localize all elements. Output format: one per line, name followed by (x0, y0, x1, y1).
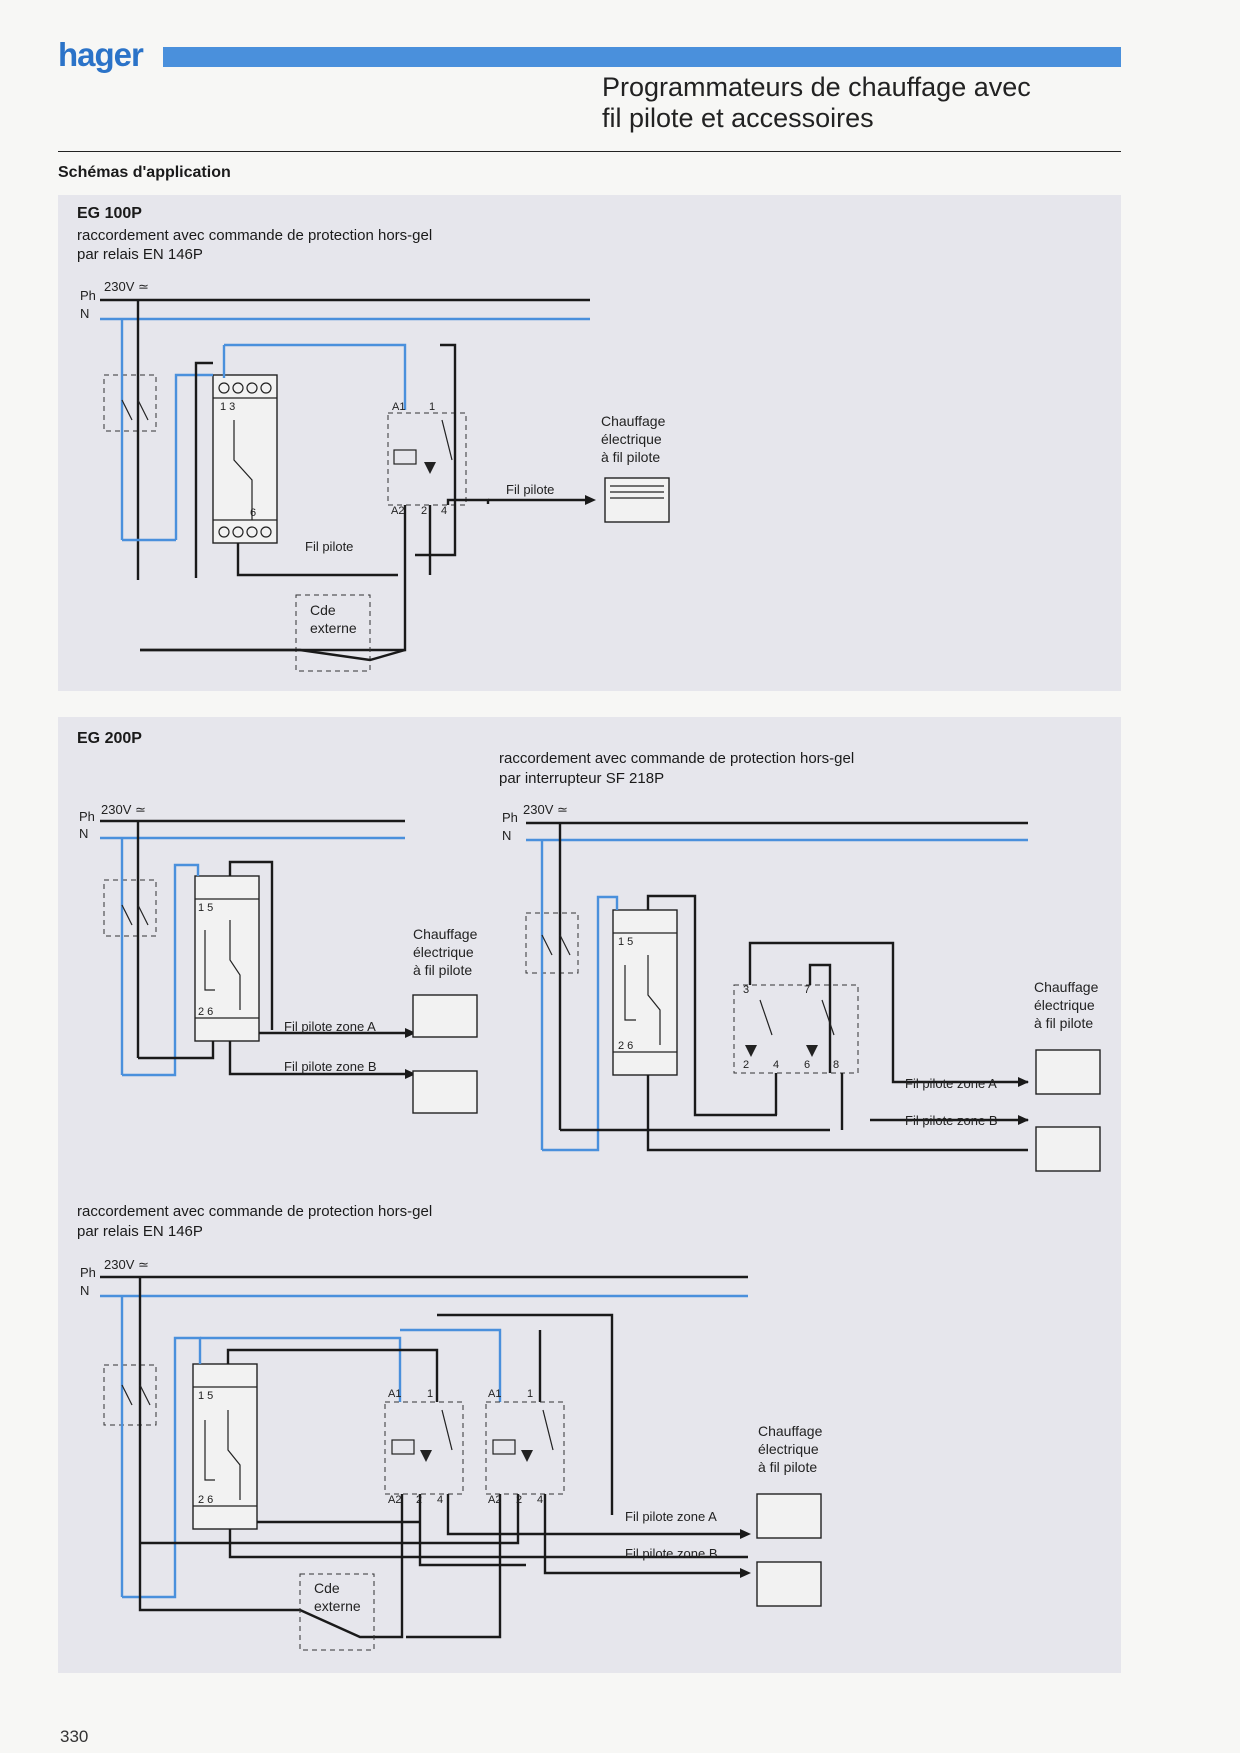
programmer-eg100p (212, 374, 278, 544)
eg200p-zone-a: Fil pilote zone A (284, 1019, 376, 1034)
eg200p-terminal-bottom: 2 6 (198, 1006, 214, 1018)
eg200p-neutral-label: N (79, 826, 89, 841)
header-blue-bar (163, 47, 1121, 67)
page-title-line1: Programmateurs de chauffage avec (602, 72, 1031, 102)
relay-heater-line3: à fil pilote (758, 1459, 818, 1475)
relay1-t1: 1 (427, 1388, 434, 1400)
page-title-line2: fil pilote et accessoires (602, 103, 874, 133)
eg200p-zone-b: Fil pilote zone B (284, 1059, 377, 1074)
eg200p-heater-line1: Chauffage (413, 926, 478, 942)
relay2-t1: 1 (527, 1388, 534, 1400)
relay-cde-line2: externe (314, 1598, 361, 1614)
sf-t8: 8 (833, 1059, 840, 1071)
eg100p-neutral-label: N (80, 306, 90, 321)
eg200p-heater-line3: à fil pilote (413, 962, 473, 978)
heater-eg100p (604, 477, 670, 523)
relay1-t2: 2 (416, 1494, 423, 1506)
relay1-t4: 4 (437, 1494, 444, 1506)
eg100p-phase-label: Ph (80, 288, 96, 303)
relay-programmer-terminal-bottom: 2 6 (198, 1494, 214, 1506)
eg100p-desc-line2: par relais EN 146P (77, 246, 203, 263)
eg100p-heater-line2: électrique (601, 431, 662, 447)
relay-t4: 4 (441, 505, 448, 517)
relay-t1: 1 (429, 401, 436, 413)
sf-heater-line3: à fil pilote (1034, 1015, 1094, 1031)
sf-t6: 6 (804, 1059, 811, 1071)
relay-neutral-label: N (80, 1283, 90, 1298)
relay-phase-label: Ph (80, 1265, 96, 1280)
relay-desc-line1: raccordement avec commande de protection… (77, 1203, 433, 1220)
diagram-eg200p-en146p (100, 1275, 822, 1651)
eg100p-heater-line1: Chauffage (601, 413, 666, 429)
eg200p-voltage: 230V ≃ (101, 802, 146, 817)
eg100p-cde-line2: externe (310, 620, 357, 636)
eg100p-terminal-bottom: 6 (250, 507, 257, 519)
sf-t3: 3 (743, 984, 750, 996)
eg100p-fil-pilote-out: Fil pilote (506, 482, 555, 497)
diagram-eg100p (100, 298, 670, 672)
eg100p-model: EG 100P (77, 205, 142, 222)
sf-phase-label: Ph (502, 810, 518, 825)
relay-a1: A1 (392, 401, 406, 413)
sf-desc-line2: par interrupteur SF 218P (499, 770, 665, 787)
relay1-a1: A1 (388, 1388, 402, 1400)
sf-t2: 2 (743, 1059, 750, 1071)
eg100p-voltage: 230V ≃ (104, 279, 149, 294)
eg100p-cde-line1: Cde (310, 602, 336, 618)
relay-en146p-1 (387, 412, 467, 506)
sf-t7: 7 (804, 984, 811, 996)
sf-programmer-terminal-bottom: 2 6 (618, 1040, 634, 1052)
sf-heater-line1: Chauffage (1034, 979, 1099, 995)
sf-programmer-terminal-top: 1 5 (618, 936, 634, 948)
diagram-eg200p (100, 819, 478, 1114)
relay-programmer-terminal-top: 1 5 (198, 1390, 214, 1402)
relay-zone-b: Fil pilote zone B (625, 1546, 718, 1561)
sf-neutral-label: N (502, 828, 512, 843)
sf-heater-line2: électrique (1034, 997, 1095, 1013)
eg200p-terminal-top: 1 5 (198, 902, 214, 914)
sf-zone-a: Fil pilote zone A (905, 1076, 997, 1091)
page-number: 330 (60, 1727, 89, 1746)
sf-desc-line1: raccordement avec commande de protection… (499, 750, 855, 767)
eg100p-fil-pilote-in: Fil pilote (305, 539, 354, 554)
relay1-a2: A2 (388, 1494, 402, 1506)
page-title: Programmateurs de chauffage avec fil pil… (602, 72, 1122, 134)
section-subtitle: Schémas d'application (58, 164, 231, 181)
programmer-eg200p (194, 875, 260, 1042)
relay-zone-a: Fil pilote zone A (625, 1509, 717, 1524)
relay-desc-line2: par relais EN 146P (77, 1223, 203, 1240)
relay2-t4: 4 (537, 1494, 544, 1506)
sf-zone-b: Fil pilote zone B (905, 1113, 998, 1128)
eg100p-terminal-top: 1 3 (220, 401, 236, 413)
eg100p-heater-line3: à fil pilote (601, 449, 661, 465)
sf-voltage: 230V ≃ (523, 802, 568, 817)
hager-logo: hager (58, 36, 144, 73)
eg100p-desc-line1: raccordement avec commande de protection… (77, 227, 433, 244)
relay-heater-line2: électrique (758, 1441, 819, 1457)
relay-cde-line1: Cde (314, 1580, 340, 1596)
diagram-eg200p-sf218p (525, 821, 1101, 1172)
relay-voltage: 230V ≃ (104, 1257, 149, 1272)
relay2-t2: 2 (516, 1494, 523, 1506)
relay2-a1: A1 (488, 1388, 502, 1400)
eg200p-heater-line2: électrique (413, 944, 474, 960)
relay-t2: 2 (421, 505, 428, 517)
relay-a2: A2 (391, 505, 405, 517)
relay2-a2: A2 (488, 1494, 502, 1506)
header-rule (58, 151, 1121, 152)
sf-t4: 4 (773, 1059, 780, 1071)
eg200p-phase-label: Ph (79, 809, 95, 824)
eg200p-model: EG 200P (77, 730, 142, 747)
relay-heater-line1: Chauffage (758, 1423, 823, 1439)
